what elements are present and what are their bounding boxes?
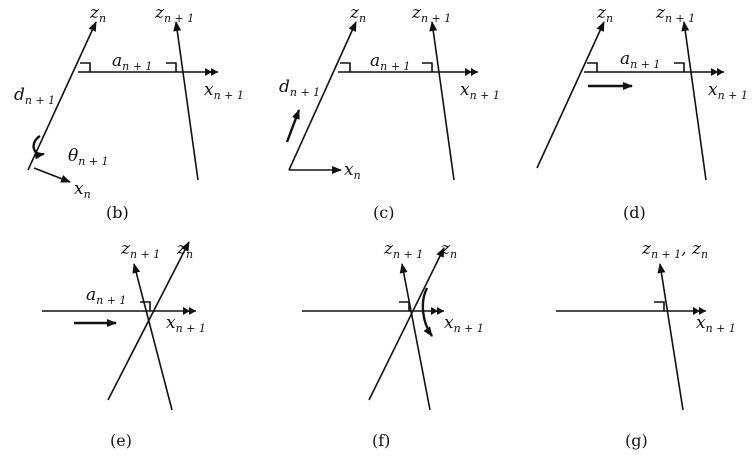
label-d-n1: dn + 1 bbox=[279, 77, 320, 99]
label-a-n1: an + 1 bbox=[112, 51, 152, 73]
z-n-axis bbox=[27, 21, 97, 171]
label-z-n: zn bbox=[89, 3, 106, 25]
label-x-n1: xn + 1 bbox=[460, 80, 500, 102]
label-z-n1: zn + 1 bbox=[120, 239, 160, 261]
panel-d: zn zn + 1 an + 1 xn + 1 (d) bbox=[536, 3, 748, 222]
panel-g: zn + 1, zn xn + 1 (g) bbox=[556, 239, 736, 450]
z-axis-combined bbox=[657, 263, 684, 411]
label-a-n1: an + 1 bbox=[620, 49, 660, 71]
right-angle-marker bbox=[674, 62, 685, 72]
caption-b: (b) bbox=[106, 203, 129, 222]
label-x-n1: xn + 1 bbox=[204, 80, 244, 102]
label-x-n1: xn + 1 bbox=[708, 80, 748, 102]
x-n-axis bbox=[33, 167, 71, 183]
label-z-n: zn bbox=[596, 3, 613, 25]
label-z-n1: zn + 1 bbox=[655, 3, 695, 25]
caption-f: (f) bbox=[372, 431, 390, 450]
z-n1-axis bbox=[429, 21, 455, 181]
label-a-n1: an + 1 bbox=[86, 285, 126, 307]
translation-arrow bbox=[285, 109, 301, 143]
label-z-n: zn bbox=[349, 3, 366, 25]
label-x-n1: xn + 1 bbox=[696, 313, 736, 335]
right-angle-marker bbox=[654, 301, 665, 311]
right-angle-marker bbox=[166, 62, 177, 72]
label-z-n: zn bbox=[440, 239, 457, 261]
right-angle-marker bbox=[140, 301, 151, 311]
right-angle-marker bbox=[340, 62, 351, 72]
label-z-n: zn bbox=[176, 239, 193, 261]
panel-e: zn + 1 zn an + 1 xn + 1 (e) bbox=[42, 239, 206, 450]
rotation-arrow bbox=[421, 287, 433, 337]
caption-c: (c) bbox=[373, 203, 394, 222]
label-x-n1: xn + 1 bbox=[444, 313, 484, 335]
z-n1-axis bbox=[132, 263, 173, 411]
label-x-n: xn bbox=[344, 160, 361, 182]
z-n1-axis bbox=[681, 21, 707, 181]
label-z-n1: zn + 1 bbox=[411, 3, 451, 25]
z-n-axis bbox=[368, 247, 445, 401]
panel-c: zn zn + 1 an + 1 xn + 1 dn + 1 xn (c) bbox=[279, 3, 500, 222]
right-angle-marker bbox=[422, 62, 433, 72]
label-x-n1: xn + 1 bbox=[166, 313, 206, 335]
z-n-axis bbox=[536, 21, 605, 169]
caption-g: (g) bbox=[625, 431, 648, 450]
caption-d: (d) bbox=[623, 203, 646, 222]
label-a-n1: an + 1 bbox=[370, 51, 410, 73]
rotation-arrow bbox=[32, 134, 45, 160]
panel-f: zn + 1 zn xn + 1 (f) bbox=[302, 239, 484, 450]
label-x-n: xn bbox=[74, 179, 91, 201]
z-n1-axis bbox=[399, 263, 431, 411]
z-n1-axis bbox=[173, 21, 199, 181]
label-z-n1: zn + 1 bbox=[154, 3, 194, 25]
right-angle-marker bbox=[80, 62, 91, 72]
panel-b: zn zn + 1 an + 1 xn + 1 dn + 1 θn + 1 xn… bbox=[14, 3, 244, 222]
label-z-n1: zn + 1 bbox=[383, 239, 423, 261]
label-z-n1-z-n: zn + 1, zn bbox=[641, 239, 708, 261]
z-n-axis bbox=[288, 21, 357, 171]
caption-e: (e) bbox=[110, 431, 132, 450]
right-angle-marker bbox=[587, 62, 598, 72]
label-d-n1: dn + 1 bbox=[14, 85, 55, 107]
label-theta-n1: θn + 1 bbox=[68, 146, 109, 168]
right-angle-marker bbox=[399, 301, 410, 311]
